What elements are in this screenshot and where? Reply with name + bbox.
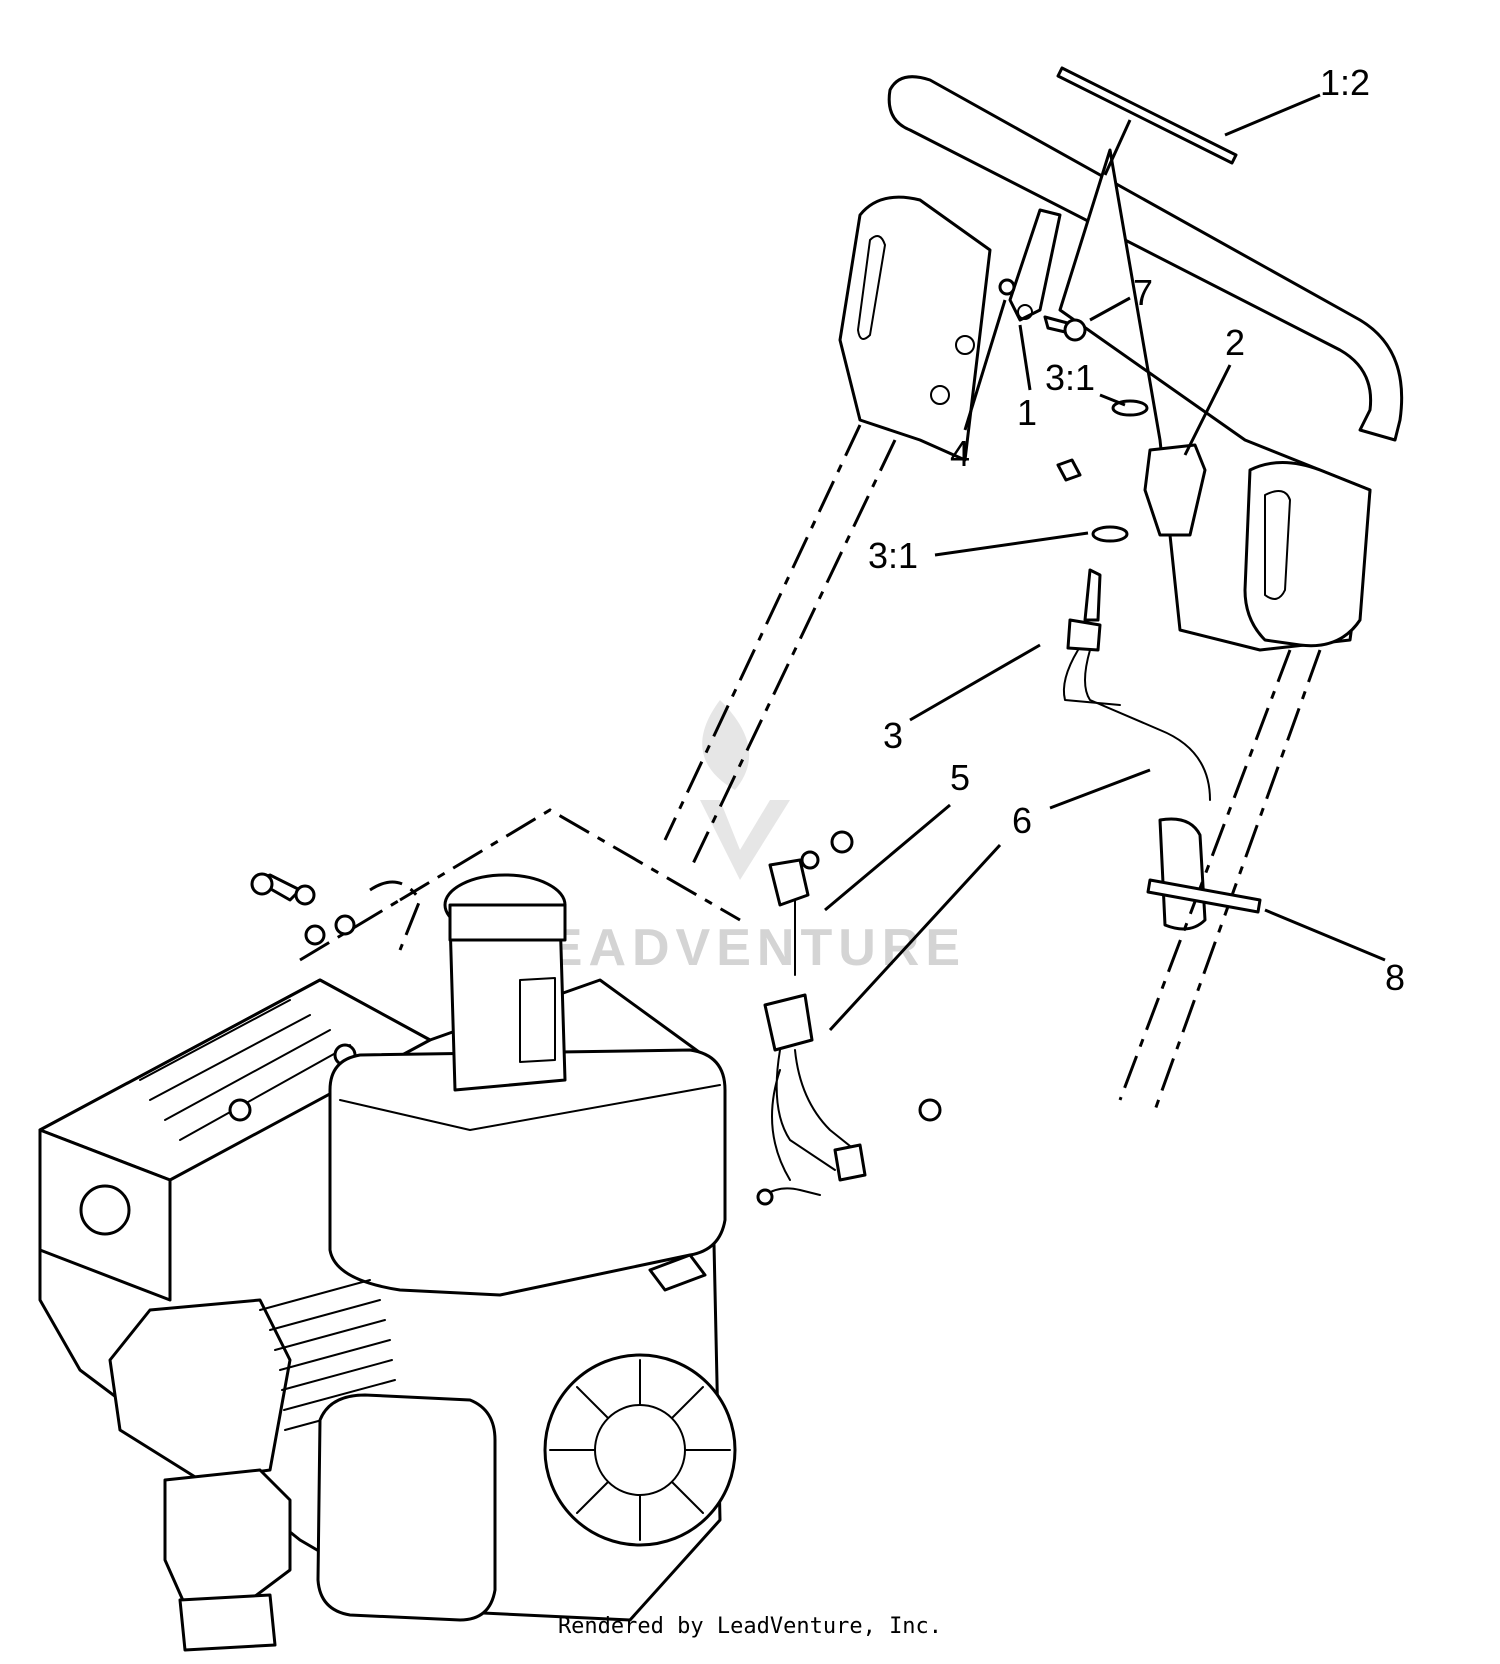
frame-side bbox=[299, 898, 401, 962]
leader-1-2-rod bbox=[1103, 119, 1132, 176]
module-part-5 bbox=[768, 858, 810, 907]
bracket-screw bbox=[1056, 458, 1082, 482]
engine-base bbox=[178, 1593, 277, 1652]
mount-lockwasher bbox=[334, 914, 356, 936]
ground-screw-head bbox=[830, 830, 854, 854]
handle-assembly bbox=[838, 66, 1404, 931]
callout-2: 2 bbox=[1225, 322, 1245, 363]
right-leg-outer bbox=[1118, 649, 1292, 1101]
wiring-hardware bbox=[756, 830, 1262, 1206]
leader-1 bbox=[1018, 324, 1032, 391]
leader-6-a bbox=[1049, 768, 1151, 810]
callout-4: 4 bbox=[950, 433, 970, 474]
leader-lines bbox=[824, 93, 1386, 1032]
grip-slot bbox=[1264, 490, 1291, 600]
shroud-vent-3 bbox=[164, 1029, 331, 1121]
shroud-port bbox=[79, 1184, 131, 1236]
grommet-bottom-3-1 bbox=[1091, 525, 1129, 543]
frame-crossbar bbox=[399, 808, 741, 922]
air-cleaner bbox=[316, 1393, 497, 1622]
shroud-vent-1 bbox=[139, 999, 291, 1081]
recoil-handle bbox=[648, 1253, 707, 1292]
callout-3-1-bottom: 3:1 bbox=[868, 535, 918, 576]
render-credit: Rendered by LeadVenture, Inc. bbox=[557, 1614, 943, 1639]
mount-bolt-head bbox=[250, 872, 274, 896]
watermark: LEADVENTURE bbox=[510, 700, 966, 977]
callout-1-2: 1:2 bbox=[1320, 62, 1370, 103]
leader-2 bbox=[1183, 364, 1232, 456]
switch-part-3 bbox=[1083, 568, 1102, 622]
housing-hole-2 bbox=[930, 385, 950, 405]
fuel-tank-top bbox=[339, 1084, 721, 1131]
flywheel-vanes bbox=[549, 1359, 731, 1541]
callout-7: 7 bbox=[1133, 272, 1153, 313]
fuel-tank bbox=[328, 1048, 727, 1297]
callout-1: 1 bbox=[1017, 392, 1037, 433]
watermark-logo bbox=[700, 700, 790, 880]
callout-5: 5 bbox=[950, 757, 970, 798]
watermark-text: LEADVENTURE bbox=[510, 919, 966, 977]
mount-washer bbox=[294, 884, 316, 906]
leader-3 bbox=[909, 643, 1041, 722]
right-leg-inner bbox=[1153, 649, 1322, 1111]
housing-slot bbox=[857, 235, 886, 340]
engine-assembly bbox=[38, 873, 737, 1652]
housing-hole-1 bbox=[955, 335, 975, 355]
shroud-vent-4 bbox=[179, 1044, 351, 1141]
callout-3-1-top: 3:1 bbox=[1045, 357, 1095, 398]
callout-3: 3 bbox=[883, 715, 903, 756]
callout-8: 8 bbox=[1385, 957, 1405, 998]
muffler-fins bbox=[259, 1279, 397, 1431]
left-leg-inner bbox=[688, 439, 897, 871]
bolt-part-7-head bbox=[1063, 318, 1087, 342]
cable-tie-part-8 bbox=[1146, 878, 1262, 914]
leader-3-1-bottom bbox=[934, 531, 1089, 557]
fuel-level-window bbox=[519, 977, 556, 1063]
wire-coil bbox=[1158, 817, 1207, 931]
connector-part-6 bbox=[763, 993, 814, 1052]
washer-part-4 bbox=[998, 278, 1016, 296]
ground-nut bbox=[918, 1098, 942, 1122]
ground-screw-washer bbox=[800, 850, 820, 870]
leader-5 bbox=[824, 803, 951, 912]
ring-terminal bbox=[764, 1187, 821, 1196]
handle-upper-bar bbox=[887, 75, 1404, 442]
shroud-vent-2 bbox=[149, 1014, 311, 1101]
leader-1-2 bbox=[1224, 93, 1321, 137]
bracket-part-2 bbox=[1143, 443, 1207, 537]
leader-8 bbox=[1264, 908, 1386, 962]
carburetor bbox=[163, 1468, 292, 1607]
left-leg-outer bbox=[663, 424, 862, 841]
fuel-cap-grip bbox=[448, 903, 567, 942]
handle-left-housing bbox=[838, 195, 992, 462]
leader-3-1-top bbox=[1099, 393, 1126, 407]
frame-outline bbox=[299, 424, 1322, 1111]
harness-wires bbox=[771, 1049, 856, 1181]
ring-terminal-eye bbox=[756, 1188, 774, 1206]
ground-tab bbox=[833, 1143, 867, 1182]
leader-6-b bbox=[828, 843, 1002, 1032]
handle-grip bbox=[1243, 461, 1372, 648]
mount-bracket-dashed bbox=[369, 880, 422, 951]
lever-pivot bbox=[1017, 304, 1033, 320]
control-lever bbox=[1008, 208, 1062, 322]
callouts: 1:2 7 2 3:1 1 4 3:1 3 5 6 8 bbox=[868, 62, 1405, 998]
leader-7 bbox=[1089, 296, 1131, 322]
rod-part-1-2 bbox=[1056, 66, 1238, 165]
mount-hardware bbox=[250, 872, 422, 951]
mount-nut bbox=[304, 924, 326, 946]
muffler bbox=[108, 1298, 292, 1482]
switch-wire-1 bbox=[1062, 649, 1121, 706]
switch-wire-2 bbox=[1084, 649, 1211, 801]
switch-body bbox=[1066, 618, 1102, 652]
shroud-bolt-1 bbox=[228, 1098, 252, 1122]
callout-6: 6 bbox=[1012, 800, 1032, 841]
leader-4 bbox=[963, 299, 1007, 431]
